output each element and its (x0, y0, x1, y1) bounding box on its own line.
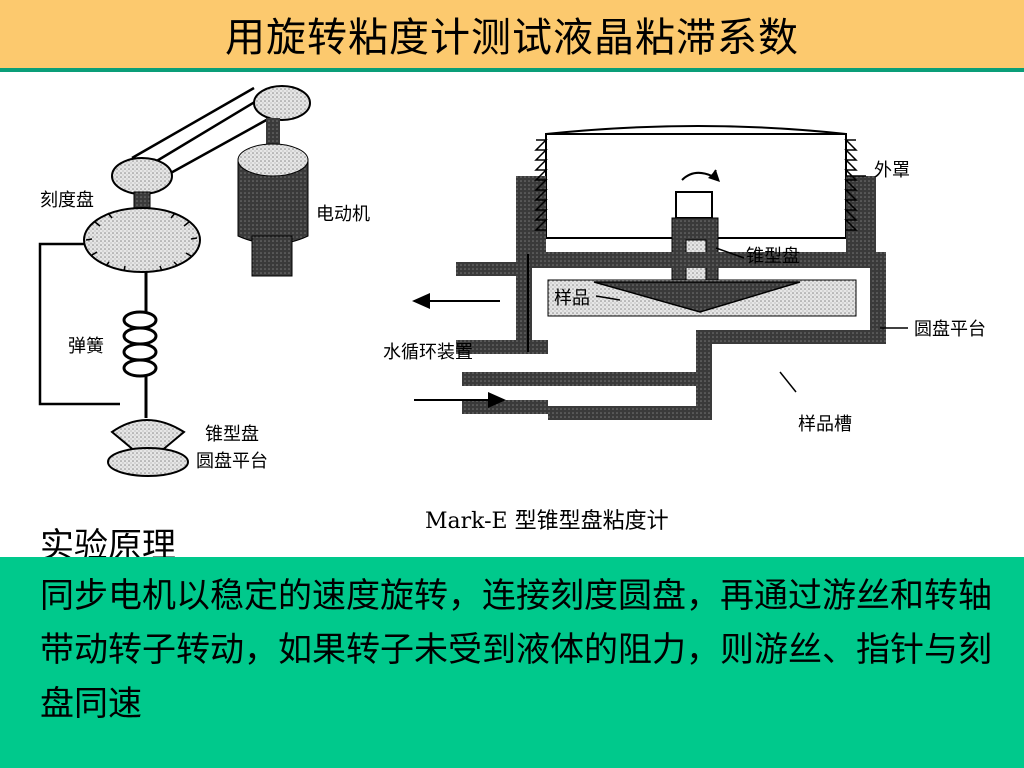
cone-plate (107, 419, 189, 477)
dial-disk (83, 207, 201, 273)
text-panel: 同步电机以稳定的速度旋转，连接刻度圆盘，再通过游丝和转轴带动转子转动，如果转子未… (0, 557, 1024, 768)
left-pulley (111, 157, 173, 195)
label-cover: 外罩 (874, 160, 910, 181)
slide-title: 用旋转粘度计测试液晶粘滞系数 (225, 15, 799, 61)
right-viscometer: 外罩 锥型盘 样品 水循环装置 圆盘平台 样品槽 (383, 125, 986, 435)
sample-groove (516, 252, 886, 420)
left-viscometer: 刻度盘 电动机 弹簧 锥型盘 圆盘平台 (38, 85, 370, 477)
label-dial: 刻度盘 (40, 190, 94, 211)
leader-lines (595, 175, 908, 393)
motor-body (237, 118, 309, 277)
water-channels (456, 254, 696, 414)
label-cone-right: 锥型盘 (746, 246, 800, 267)
label-water: 水循环装置 (383, 342, 473, 363)
cone-disk (593, 281, 801, 313)
label-sample: 样品 (554, 288, 590, 309)
diagram-caption: Mark-E 型锥型盘粘度计 (425, 509, 669, 534)
right-pulley (253, 85, 311, 121)
label-spring: 弹簧 (68, 336, 104, 357)
label-cone-left: 锥型盘 (205, 424, 259, 445)
label-motor: 电动机 (316, 204, 370, 225)
spindle (671, 169, 720, 281)
viscometer-diagram: 刻度盘 电动机 弹簧 锥型盘 圆盘平台 (38, 85, 986, 477)
body-text: 同步电机以稳定的速度旋转，连接刻度圆盘，再通过游丝和转轴带动转子转动，如果转子未… (40, 576, 992, 724)
frame-wire (38, 242, 120, 406)
title-bar: 用旋转粘度计测试液晶粘滞系数 (0, 0, 1024, 72)
spring-coil (122, 310, 158, 418)
label-plate-right: 圆盘平台 (914, 319, 986, 340)
label-plate-left: 圆盘平台 (196, 451, 268, 472)
label-groove: 样品槽 (798, 414, 852, 435)
